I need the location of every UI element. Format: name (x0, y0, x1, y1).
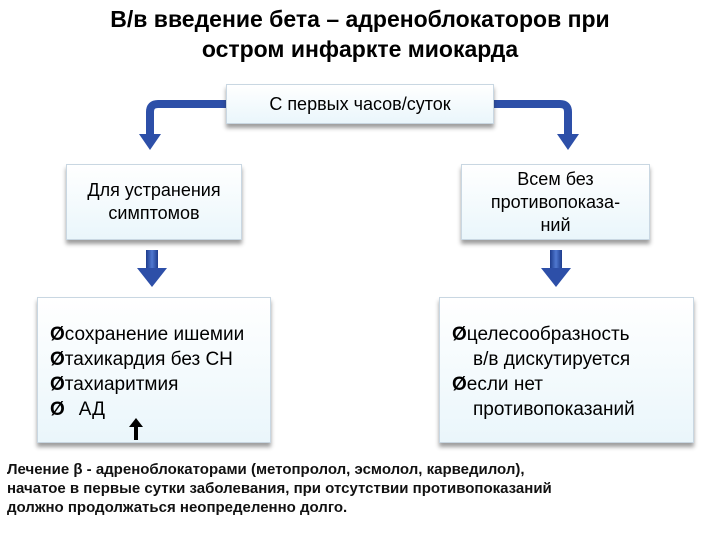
left-box-line-2: симптомов (108, 203, 200, 223)
title-line-1: В/в введение бета – адреноблокаторов при (110, 6, 610, 32)
top-box-label: С первых часов/суток (269, 93, 451, 114)
list-item-continuation: противопоказаний (473, 399, 635, 420)
footer-line-1: Лечение β - адреноблокаторами (метопроло… (7, 461, 525, 478)
curved-arrow-right-icon (494, 100, 579, 150)
up-arrow-icon (129, 418, 143, 440)
right-list-box: Øцелесообразность в/в дискутируется Øесл… (439, 297, 694, 443)
down-arrow-left-icon (137, 250, 167, 287)
left-list: Øсохранение ишемии Øтахикардия без СН Øт… (50, 322, 244, 422)
right-list: Øцелесообразность в/в дискутируется Øесл… (452, 322, 635, 422)
diagram-title: В/в введение бета – адреноблокаторов при… (60, 4, 660, 64)
top-box: С первых часов/суток (226, 84, 494, 124)
list-item: Øцелесообразность (452, 324, 630, 345)
footer-line-2: начатое в первые сутки заболевания, при … (7, 480, 552, 497)
right-box: Всем без противопоказа- ний (461, 164, 650, 240)
list-item: Øтахиаритмия (50, 374, 179, 395)
list-item-continuation: в/в дискутируется (473, 349, 631, 370)
list-item: Øсохранение ишемии (50, 324, 245, 345)
left-box-line-1: Для устранения (87, 180, 221, 200)
down-arrow-right-icon (541, 250, 571, 287)
right-box-line-1: Всем без (517, 168, 594, 189)
title-line-2: остром инфаркте миокарда (201, 36, 519, 62)
footer-note: Лечение β - адреноблокаторами (метопроло… (7, 460, 715, 517)
right-box-line-2: противопоказа- (490, 191, 621, 212)
left-box: Для устранения симптомов (66, 164, 242, 240)
list-item: Øесли нет (452, 374, 543, 395)
list-item: Øтахикардия без СН (50, 349, 233, 370)
right-box-line-3: ний (540, 214, 571, 235)
left-list-box: Øсохранение ишемии Øтахикардия без СН Øт… (37, 297, 271, 443)
footer-line-3: должно продолжаться неопределенно долго. (7, 499, 348, 516)
curved-arrow-left-icon (139, 100, 226, 150)
